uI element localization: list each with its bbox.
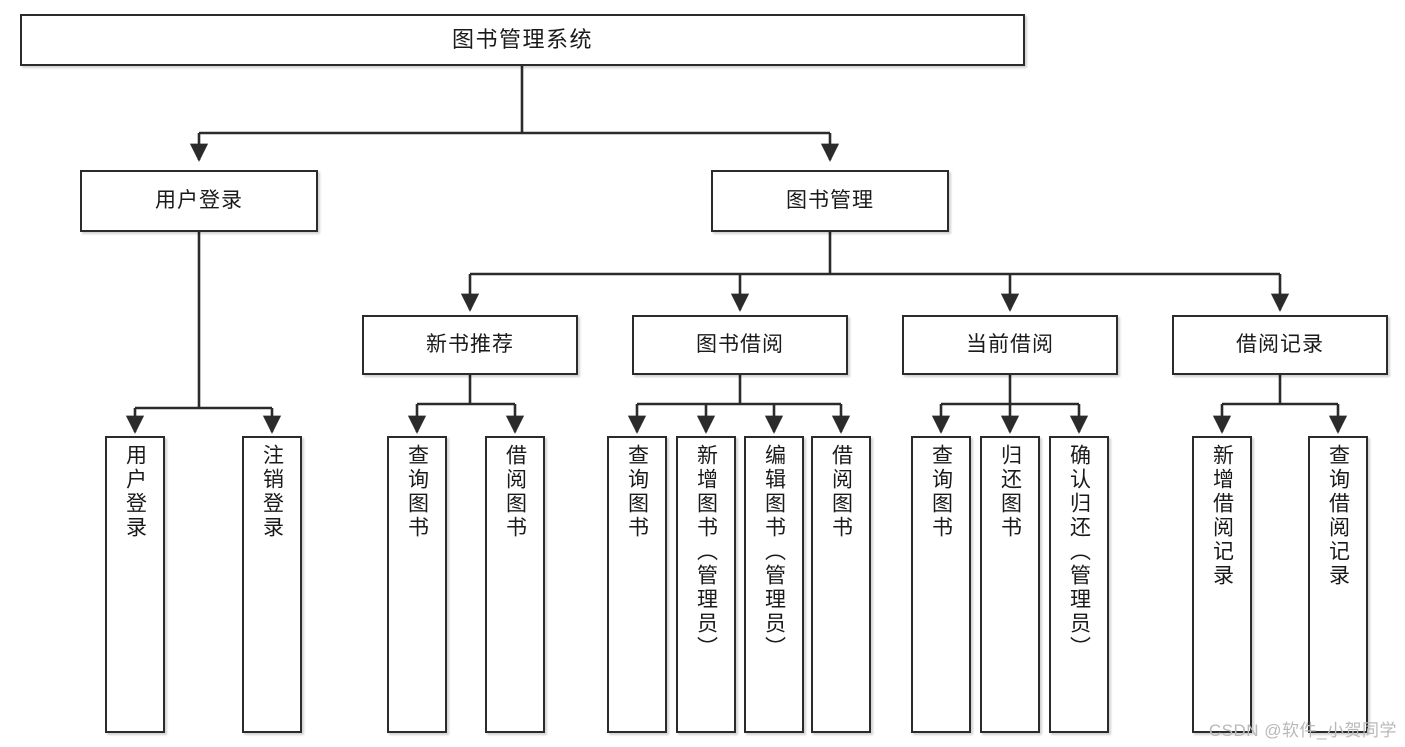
node-label: 用户登录 (155, 188, 243, 212)
node-label: 查询图书 (929, 444, 953, 540)
node-label: 新书推荐 (426, 332, 514, 356)
node-label: 编辑图书（管理员） (762, 444, 786, 660)
node-user-login[interactable]: 用户登录 (80, 170, 318, 232)
leaf-user-login-signout[interactable]: 注销登录 (242, 436, 302, 733)
leaf-borrow-edit-book-admin[interactable]: 编辑图书（管理员） (744, 436, 804, 733)
node-label: 新增借阅记录 (1210, 444, 1234, 588)
leaf-record-query[interactable]: 查询借阅记录 (1308, 436, 1368, 733)
node-label: 归还图书 (998, 444, 1022, 540)
node-label: 新增图书（管理员） (694, 444, 718, 660)
node-new-book-recommend[interactable]: 新书推荐 (362, 315, 578, 375)
node-label: 图书管理 (786, 188, 874, 212)
leaf-current-confirm-return-admin[interactable]: 确认归还（管理员） (1049, 436, 1109, 733)
node-book-borrow[interactable]: 图书借阅 (632, 315, 848, 375)
node-label: 借阅图书 (829, 444, 853, 540)
leaf-new-book-query[interactable]: 查询图书 (387, 436, 447, 733)
leaf-current-query-book[interactable]: 查询图书 (911, 436, 971, 733)
leaf-borrow-add-book-admin[interactable]: 新增图书（管理员） (676, 436, 736, 733)
node-root-system[interactable]: 图书管理系统 (20, 14, 1025, 66)
node-label: 查询图书 (405, 444, 429, 540)
leaf-borrow-query-book[interactable]: 查询图书 (607, 436, 667, 733)
node-label: 图书借阅 (696, 332, 784, 356)
node-label: 查询图书 (625, 444, 649, 540)
node-label: 图书管理系统 (451, 27, 593, 53)
node-current-borrow[interactable]: 当前借阅 (902, 315, 1118, 375)
node-label: 借阅图书 (503, 444, 527, 540)
node-label: 确认归还（管理员） (1067, 444, 1091, 660)
leaf-user-login-signin[interactable]: 用户登录 (105, 436, 165, 733)
node-label: 当前借阅 (966, 332, 1054, 356)
leaf-record-add[interactable]: 新增借阅记录 (1192, 436, 1252, 733)
node-label: 借阅记录 (1236, 332, 1324, 356)
node-label: 用户登录 (123, 444, 147, 540)
leaf-borrow-borrow-book[interactable]: 借阅图书 (811, 436, 871, 733)
node-borrow-record[interactable]: 借阅记录 (1172, 315, 1388, 375)
node-label: 查询借阅记录 (1326, 444, 1350, 588)
node-book-management[interactable]: 图书管理 (711, 170, 949, 232)
csdn-watermark: CSDN @软件_小贺同学 (1208, 721, 1397, 740)
leaf-new-book-borrow[interactable]: 借阅图书 (485, 436, 545, 733)
leaf-current-return-book[interactable]: 归还图书 (980, 436, 1040, 733)
node-label: 注销登录 (260, 444, 284, 540)
